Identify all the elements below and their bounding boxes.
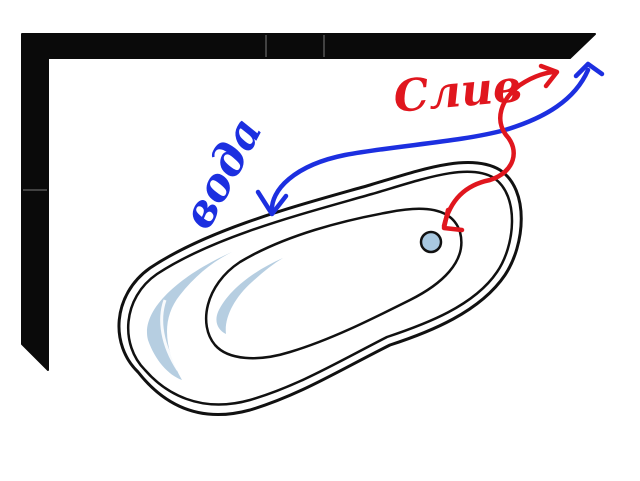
water-arrow <box>255 61 605 217</box>
drain-arrow <box>441 63 560 233</box>
drain-label: Слив <box>391 60 524 123</box>
drain-arrowhead-start <box>441 207 465 233</box>
drain-hole <box>419 230 443 254</box>
bathtub <box>117 161 523 416</box>
tub-highlight-inner <box>216 258 283 334</box>
tub-highlight-left-2 <box>160 299 180 371</box>
drain-arrowhead-end <box>538 63 560 89</box>
water-arrowhead-end <box>573 61 605 79</box>
water-arrowhead-start <box>255 189 289 217</box>
wall-outline <box>21 33 596 371</box>
bathtub-rim-inner <box>126 170 514 406</box>
